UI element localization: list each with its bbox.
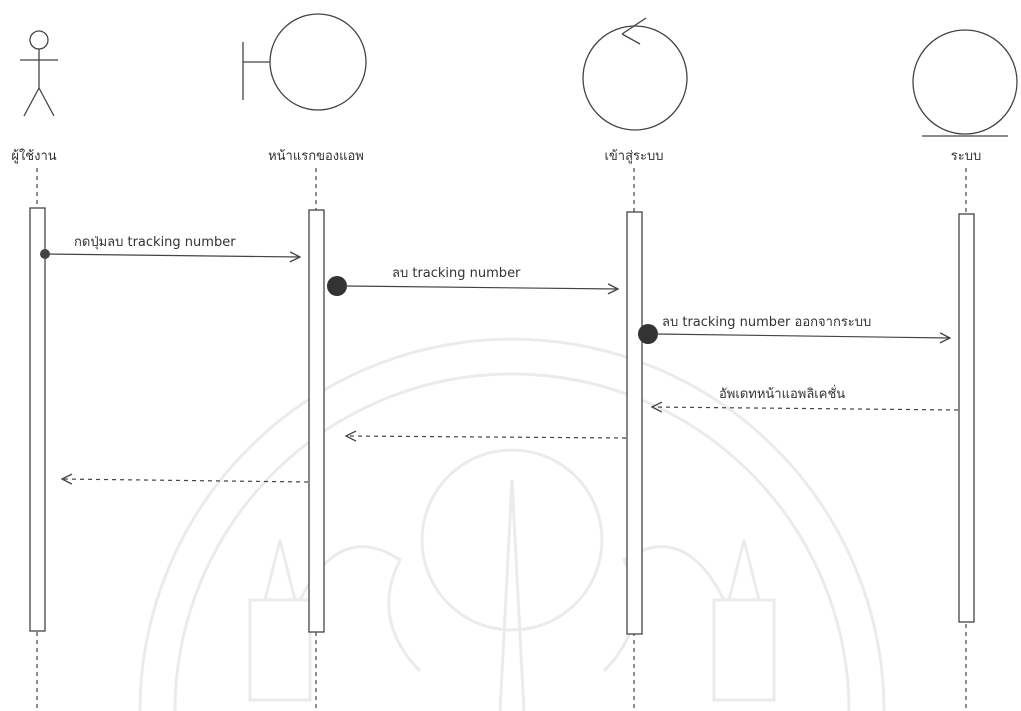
participant-label-system: ระบบ <box>951 149 981 164</box>
participant-label-login: เข้าสู่ระบบ <box>604 149 663 164</box>
activation-bar-home <box>308 209 325 633</box>
activation-bar-login <box>626 211 643 635</box>
message-5 <box>346 436 627 438</box>
message-1: กดปุ่มลบ tracking number <box>40 235 300 259</box>
participant-label-home: หน้าแรกของแอพ <box>268 149 364 164</box>
entity-icon <box>912 29 1018 137</box>
message-label-3: ลบ tracking number ออกจากระบบ <box>662 315 871 330</box>
message-label-2: ลบ tracking number <box>392 266 521 281</box>
message-3: ลบ tracking number ออกจากระบบ <box>638 315 950 344</box>
university-emblem-watermark <box>138 337 886 711</box>
control-icon <box>582 17 688 131</box>
message-2: ลบ tracking number <box>327 266 618 296</box>
participant-label-user: ผู้ใช้งาน <box>11 148 56 164</box>
activation-bar-user <box>29 207 46 632</box>
message-6 <box>62 479 309 482</box>
boundary-icon <box>242 13 367 111</box>
message-label-4: อัพเดทหน้าแอพลิเคชั่น <box>719 385 845 402</box>
activation-bar-system <box>958 213 975 623</box>
message-label-1: กดปุ่มลบ tracking number <box>74 235 236 250</box>
actor-icon <box>20 30 58 117</box>
message-4: อัพเดทหน้าแอพลิเคชั่น <box>652 385 959 410</box>
